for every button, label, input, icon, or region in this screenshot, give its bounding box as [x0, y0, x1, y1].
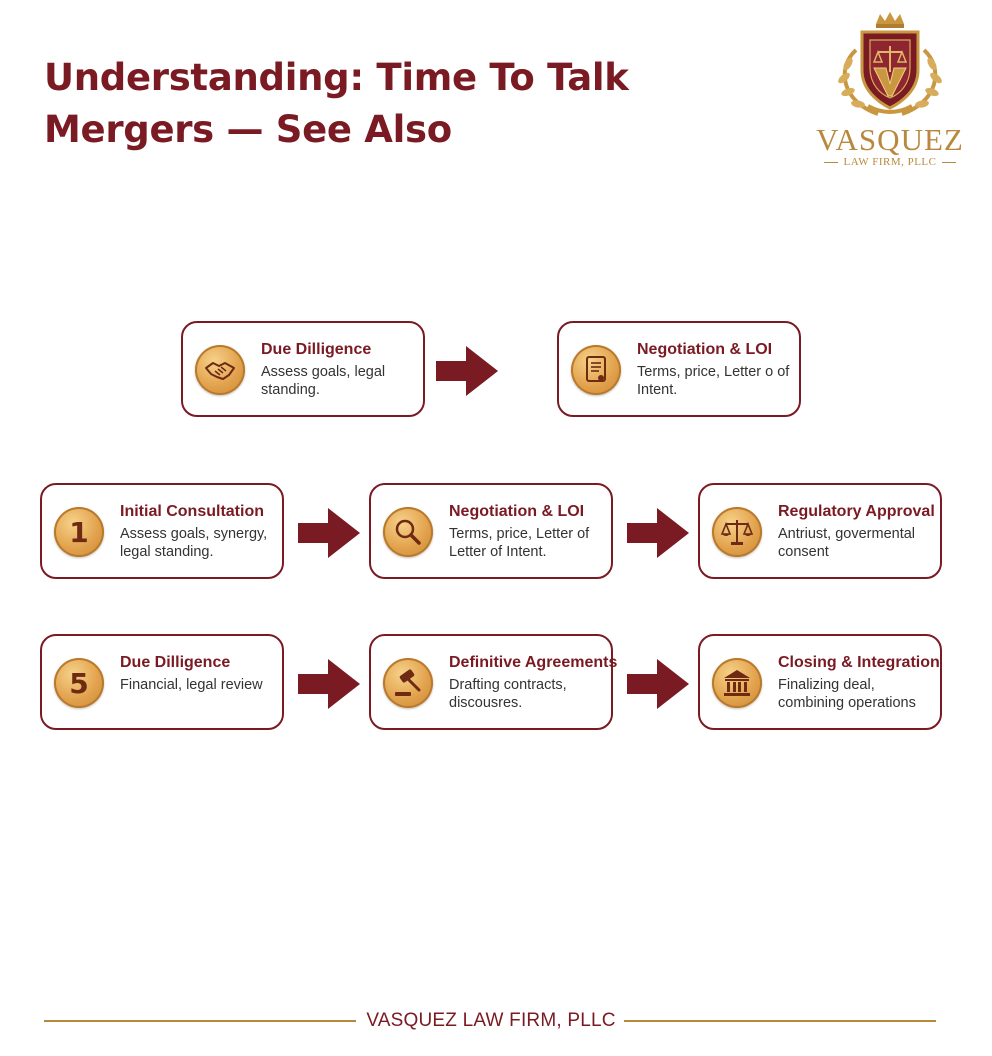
step-description: Drafting contracts, discousres.: [449, 677, 567, 711]
step-description: Financial, legal review: [120, 677, 263, 693]
footer-divider-right: [624, 1020, 936, 1022]
logo-firm-name: VASQUEZ: [816, 122, 964, 157]
step-title: Negotiation & LOI: [637, 341, 773, 358]
footer-divider-left: [44, 1020, 356, 1022]
gavel-icon: [383, 658, 433, 708]
step-description: Terms, price, Letter of Letter of Intent…: [449, 526, 590, 560]
logo-firm-subtitle: LAW FIRM, PLLC: [812, 156, 968, 168]
step-title: Negotiation & LOI: [449, 503, 585, 520]
title-line-1: Understanding: Time To Talk: [44, 56, 629, 99]
courthouse-icon: [712, 658, 762, 708]
step-description: Antriust, govermental consent: [778, 526, 916, 560]
crest-icon: [838, 12, 942, 116]
document-icon: [571, 345, 621, 395]
step-number-badge: 1: [54, 507, 104, 557]
footer-firm-name: VASQUEZ LAW FIRM, PLLC: [366, 1010, 616, 1031]
step-number: 1: [69, 515, 89, 549]
step-description: Assess goals, synergy, legal standing.: [120, 526, 268, 560]
step-description: Assess goals, legal standing.: [261, 364, 386, 398]
arrow-right-icon: [298, 508, 360, 558]
handshake-icon: [195, 345, 245, 395]
step-number-badge: 5: [54, 658, 104, 708]
step-title: Due Dilligence: [261, 341, 372, 358]
step-description: Terms, price, Letter o of Intent.: [637, 364, 790, 398]
step-card-definitive-agreements[interactable]: Definitive Agreements Drafting contracts…: [369, 634, 618, 730]
step-card-closing-integration[interactable]: Closing & Integration Finalizing deal, c…: [698, 634, 942, 730]
step-card-negotiation-top[interactable]: Negotiation & LOI Terms, price, Letter o…: [557, 321, 801, 417]
step-card-regulatory-approval[interactable]: Regulatory Approval Antriust, govermenta…: [698, 483, 942, 579]
step-card-due-diligence[interactable]: 5 Due Dilligence Financial, legal review: [40, 634, 284, 730]
page-title: Understanding: Time To Talk Mergers — Se…: [44, 52, 664, 156]
firm-logo: VASQUEZ LAW FIRM, PLLC: [812, 10, 968, 170]
step-card-negotiation[interactable]: Negotiation & LOI Terms, price, Letter o…: [369, 483, 613, 579]
step-card-initial-consultation[interactable]: 1 Initial Consultation Assess goals, syn…: [40, 483, 284, 579]
scales-icon: [712, 507, 762, 557]
step-title: Regulatory Approval: [778, 503, 935, 520]
step-number: 5: [69, 666, 89, 700]
step-card-due-diligence-top[interactable]: Due Dilligence Assess goals, legal stand…: [181, 321, 425, 417]
step-title: Closing & Integration: [778, 654, 940, 671]
step-title: Initial Consultation: [120, 503, 264, 520]
title-line-2: Mergers — See Also: [44, 108, 452, 151]
arrow-right-icon: [298, 659, 360, 709]
magnifier-icon: [383, 507, 433, 557]
arrow-right-icon: [627, 659, 689, 709]
arrow-right-icon: [436, 346, 498, 396]
step-title: Due Dilligence: [120, 654, 231, 671]
step-title: Definitive Agreements: [449, 654, 618, 671]
arrow-right-icon: [627, 508, 689, 558]
step-description: Finalizing deal, combining operations: [778, 677, 916, 711]
